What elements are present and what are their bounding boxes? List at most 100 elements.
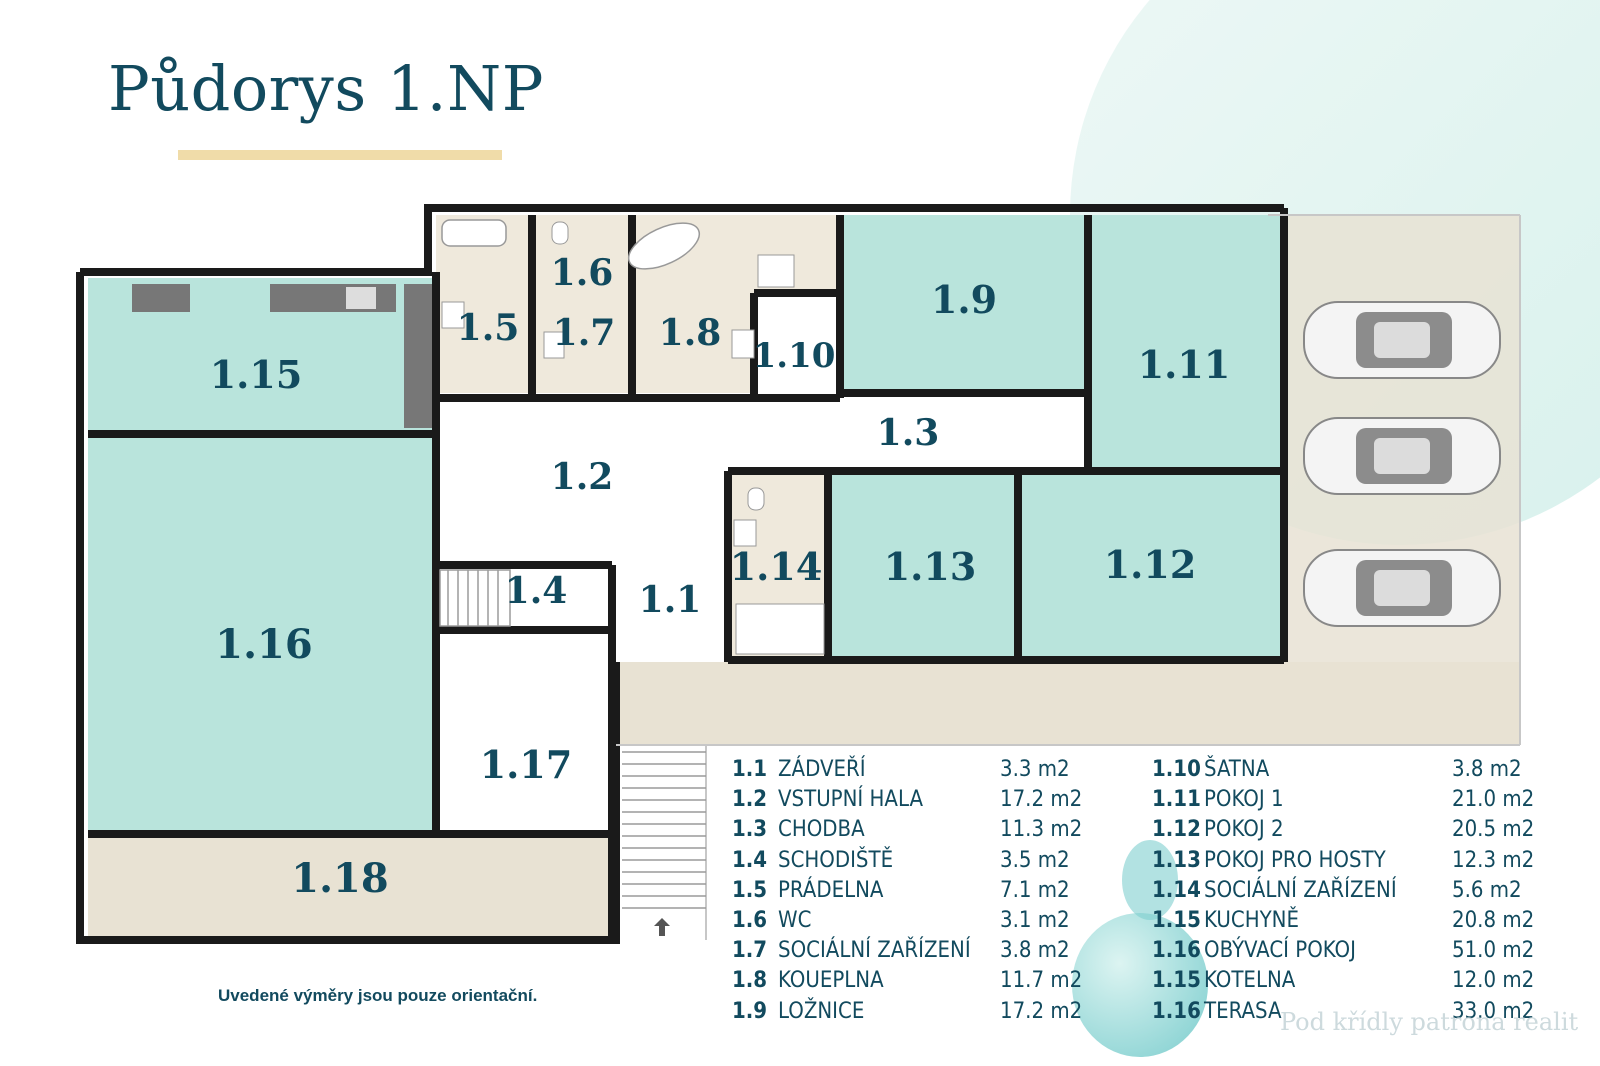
legend-area: 11.7 m2: [1000, 968, 1083, 994]
room-1-13-fill: [828, 471, 1018, 657]
legend-number: 1.8: [732, 968, 768, 994]
entrance-arrow-icon: [654, 918, 670, 936]
toilet-icon: [747, 487, 765, 511]
toilet-icon: [551, 221, 569, 245]
deco-bubble: [1072, 913, 1208, 1057]
legend-room-name: KOTELNA: [1204, 968, 1296, 994]
legend-row: 1.2 VSTUPNÍ HALA 17.2 m2: [732, 787, 1112, 817]
room-1-6-fill: [532, 215, 632, 295]
legend-row: 1.6 WC 3.1 m2: [732, 908, 1112, 938]
legend-area: 17.2 m2: [1000, 787, 1083, 813]
watermark: Pod křídly patrona realit: [1280, 1008, 1579, 1036]
front-path: [616, 662, 1520, 745]
legend-area: 3.8 m2: [1000, 938, 1070, 964]
room-label-1-1: 1.1: [639, 579, 702, 621]
legend-number: 1.15: [1152, 968, 1201, 994]
legend-area: 11.3 m2: [1000, 817, 1083, 843]
legend-room-name: KUCHYNĚ: [1204, 907, 1299, 933]
car-icon: [1303, 301, 1501, 379]
legend-room-name: CHODBA: [778, 817, 865, 843]
title-underline: [178, 150, 502, 160]
legend-number: 1.13: [1152, 847, 1201, 873]
legend-room-name: POKOJ PRO HOSTY: [1204, 847, 1386, 873]
legend-area: 3.8 m2: [1452, 757, 1522, 782]
legend-number: 1.1: [732, 757, 768, 782]
room-1-11-fill: [1088, 215, 1284, 471]
legend-area: 7.1 m2: [1000, 877, 1070, 903]
legend-number: 1.5: [732, 877, 768, 903]
car-icon: [1303, 417, 1501, 495]
legend-area: 5.6 m2: [1452, 877, 1522, 903]
kitchen-counter: [270, 284, 396, 312]
legend-room-name: ZÁDVEŘÍ: [778, 757, 866, 782]
room-label-1-7: 1.7: [553, 312, 616, 354]
deco-bubble-small: [1122, 840, 1178, 920]
legend-room-name: VSTUPNÍ HALA: [778, 787, 924, 813]
legend-number: 1.2: [732, 787, 768, 813]
stove-icon: [132, 284, 190, 312]
legend-number: 1.16: [1152, 938, 1201, 964]
room-label-1-15: 1.15: [210, 352, 303, 397]
legend-number: 1.6: [732, 907, 768, 933]
room-label-1-14: 1.14: [730, 544, 823, 589]
room-label-1-6: 1.6: [551, 252, 614, 294]
room-1-16-fill: [88, 430, 436, 834]
sink-icon: [441, 301, 465, 329]
sink-icon: [731, 329, 755, 359]
legend-room-name: POKOJ 1: [1204, 787, 1284, 813]
legend-area: 3.1 m2: [1000, 907, 1070, 933]
shower-icon: [735, 603, 825, 655]
legend-area: 21.0 m2: [1452, 787, 1535, 813]
outdoor-stairs: [622, 751, 706, 909]
legend-number: 1.7: [732, 938, 768, 964]
room-1-9-fill: [840, 215, 1088, 393]
legend-number: 1.16: [1152, 998, 1201, 1024]
legend-room-name: WC: [778, 907, 812, 933]
legend-area: 51.0 m2: [1452, 938, 1535, 964]
legend-number: 1.15: [1152, 907, 1201, 933]
legend-area: 17.2 m2: [1000, 998, 1083, 1024]
bathtub-icon: [627, 222, 701, 270]
legend-area: 3.5 m2: [1000, 847, 1070, 873]
legend-room-name: SCHODIŠTĚ: [778, 847, 894, 873]
legend-room-name: ŠATNA: [1204, 757, 1270, 782]
room-label-1-13: 1.13: [884, 544, 977, 589]
legend-room-name: OBÝVACÍ POKOJ: [1204, 938, 1356, 964]
room-1-12-fill: [1018, 471, 1284, 657]
legend-area: 12.3 m2: [1452, 847, 1535, 873]
legend-number: 1.11: [1152, 787, 1201, 813]
room-label-1-5: 1.5: [457, 307, 520, 349]
room-label-1-17: 1.17: [480, 742, 573, 787]
page-title: Půdorys 1.NP: [108, 52, 544, 125]
legend-area: 20.5 m2: [1452, 817, 1535, 843]
legend-area: 12.0 m2: [1452, 968, 1535, 994]
legend-area: 20.8 m2: [1452, 907, 1535, 933]
room-label-1-3: 1.3: [877, 412, 940, 454]
shower-icon: [757, 254, 795, 288]
legend-room-name: PRÁDELNA: [778, 877, 884, 903]
room-label-1-8: 1.8: [659, 312, 722, 354]
sink-icon: [733, 519, 757, 547]
legend-room-name: POKOJ 2: [1204, 817, 1284, 843]
sink-icon: [346, 287, 376, 309]
legend-number: 1.10: [1152, 757, 1201, 782]
bathtub-icon: [441, 219, 507, 247]
room-label-1-12: 1.12: [1104, 542, 1197, 587]
legend-number: 1.4: [732, 847, 768, 873]
legend-area: 33.0 m2: [1452, 998, 1535, 1024]
